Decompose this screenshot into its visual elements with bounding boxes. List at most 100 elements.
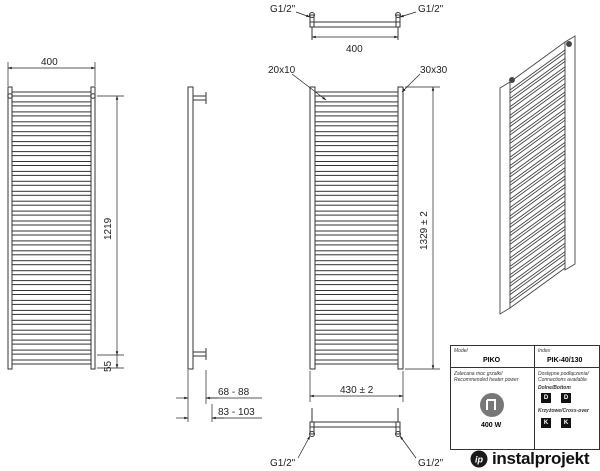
brand-name: instalprojekt: [492, 449, 590, 468]
isometric-rung: [509, 124, 566, 170]
code-bottom-1: D: [541, 393, 551, 403]
power-cell: Zalecana moc grzałki/ Recommended heater…: [451, 368, 535, 449]
isometric-rung: [509, 133, 566, 178]
center-rung: [314, 111, 399, 117]
isometric-view: [499, 35, 576, 315]
bottom-view-leaders: [297, 435, 417, 459]
isometric-rung: [509, 217, 566, 262]
front-rung: [11, 240, 92, 246]
front-height-dimension: [97, 95, 124, 369]
front-right-rail: [90, 86, 96, 370]
isometric-rung: [509, 107, 566, 153]
front-rungs: [11, 91, 92, 365]
front-rung: [11, 210, 92, 216]
connections-cell: Dostępne podłączenia/ Connections availa…: [535, 368, 599, 449]
model-cell: Model PIKO: [451, 346, 535, 368]
front-rung: [11, 190, 92, 196]
isometric-rung: [509, 183, 566, 229]
front-rung: [11, 290, 92, 295]
brand: ip instalprojekt: [470, 448, 589, 470]
center-rung: [314, 151, 399, 157]
center-rung: [314, 309, 399, 315]
side-view: [187, 86, 207, 370]
front-rung: [11, 111, 92, 117]
front-rung: [11, 220, 92, 226]
center-rung: [314, 121, 399, 127]
center-rung: [314, 329, 399, 335]
profile-rail-label: 30x30: [420, 65, 448, 76]
total-width-dimension: [309, 371, 404, 402]
isometric-rung: [509, 259, 566, 304]
isometric-rung: [509, 65, 566, 111]
center-rung: [314, 210, 399, 216]
side-depth-label-1: 68 - 88: [218, 387, 250, 398]
code-cross-2: K: [561, 418, 571, 428]
front-height-label: 1219: [103, 217, 114, 240]
center-rung: [314, 339, 399, 345]
front-width-label: 400: [41, 57, 58, 68]
isometric-rung: [509, 149, 566, 195]
center-rung: [314, 91, 399, 97]
bottom-label: Dolne/Bottom: [538, 385, 571, 391]
isometric-rungs: [509, 49, 566, 304]
connections-label: Dostępne podłączenia/: [538, 371, 589, 377]
front-rung: [11, 121, 92, 127]
front-connection-top-left: [7, 93, 13, 99]
isometric-rung: [509, 175, 566, 220]
index-label: Index: [538, 348, 551, 354]
front-rung: [11, 319, 92, 325]
isometric-rung: [509, 225, 566, 271]
cross-label: Krzyżowe/Cross-over: [538, 408, 589, 414]
top-view-dimensions: [295, 11, 417, 39]
center-left-rail: [309, 86, 316, 370]
front-width-dimension: [7, 62, 96, 86]
code-cross-1: K: [541, 418, 551, 428]
isometric-rung: [509, 208, 566, 254]
isometric-rung: [509, 99, 566, 145]
center-rung: [314, 131, 399, 137]
profile-rung-label: 20x10: [268, 65, 296, 76]
front-rung: [11, 250, 92, 256]
center-rung: [314, 319, 399, 325]
front-rung: [11, 270, 92, 276]
center-rung: [314, 250, 399, 256]
power-label-en: Recommended heater power: [454, 377, 519, 383]
front-rung: [11, 299, 92, 305]
center-rung: [314, 230, 399, 236]
center-rung: [314, 141, 399, 147]
center-rung: [314, 260, 399, 266]
total-width-label: 430 ± 2: [340, 385, 374, 396]
front-rung: [11, 280, 92, 286]
connections-label-en: Connections available: [538, 377, 587, 383]
model-value: PIKO: [483, 357, 501, 364]
isometric-rung: [509, 191, 566, 237]
center-rung: [314, 240, 399, 246]
top-view: [309, 12, 401, 40]
front-rung: [11, 151, 92, 157]
front-rung: [11, 161, 92, 166]
model-label: Model: [454, 348, 468, 354]
front-rung: [11, 309, 92, 315]
index-cell: Index PIK-40/130: [535, 346, 599, 368]
isometric-rung: [509, 233, 566, 279]
isometric-rung: [509, 116, 566, 162]
front-rung: [11, 200, 92, 206]
center-rung: [314, 299, 399, 305]
bottom-view: [309, 408, 401, 437]
front-view: [7, 86, 96, 370]
brand-logo-icon: ip: [470, 450, 488, 468]
isometric-rung: [509, 141, 566, 187]
center-rung: [314, 161, 399, 166]
total-height-label: 1329 ± 2: [419, 211, 430, 250]
isometric-rung: [509, 200, 566, 246]
power-label: Zalecana moc grzałki/: [454, 371, 503, 377]
center-rung: [314, 349, 399, 355]
center-rung: [314, 190, 399, 196]
isometric-rung: [509, 49, 566, 94]
front-rung: [11, 339, 92, 345]
top-connection-right-label: G1/2": [418, 4, 444, 15]
isometric-rung: [509, 82, 566, 128]
center-rung: [314, 290, 399, 295]
brand-logo-mark: ip: [475, 455, 484, 465]
